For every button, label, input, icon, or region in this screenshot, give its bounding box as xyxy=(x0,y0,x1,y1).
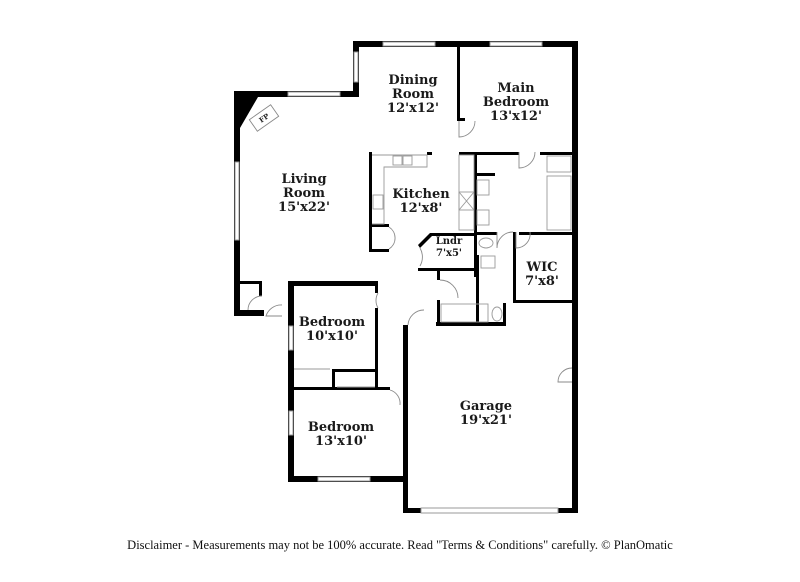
door-swing-icon xyxy=(375,292,379,309)
room-label-dining: Dining xyxy=(388,73,437,88)
room-label-living: Living xyxy=(281,172,326,187)
door-swing-icon xyxy=(515,231,531,249)
kitchen-counter xyxy=(372,154,428,225)
door-swing-icon xyxy=(496,231,514,249)
door-swing-icon xyxy=(265,304,283,317)
room-label-wic: WIC xyxy=(525,260,557,275)
vanity-sink-icon xyxy=(476,179,490,196)
svg-text:15'x22': 15'x22' xyxy=(278,200,330,215)
toilet-icon xyxy=(491,306,503,322)
door-swing-icon xyxy=(389,389,401,406)
room-label-bedroom-3: Bedroom xyxy=(308,420,375,435)
svg-text:12'x8': 12'x8' xyxy=(400,201,443,216)
door-swing-icon xyxy=(247,295,263,311)
sink-icon xyxy=(402,155,413,166)
bathtub-icon xyxy=(440,303,489,323)
door-swing-icon xyxy=(407,309,425,326)
doors xyxy=(247,120,573,406)
door-swing-icon xyxy=(388,226,396,250)
svg-text:7'x5': 7'x5' xyxy=(436,248,462,259)
windows xyxy=(234,41,559,514)
svg-text:13'x12': 13'x12' xyxy=(490,109,542,124)
svg-text:10'x10': 10'x10' xyxy=(306,329,358,344)
svg-text:7'x8': 7'x8' xyxy=(525,274,559,289)
door-swing-icon xyxy=(439,279,459,299)
room-label-laundry: Lndr xyxy=(436,236,463,247)
svg-text:Room: Room xyxy=(392,87,434,102)
svg-text:13'x10': 13'x10' xyxy=(315,434,367,449)
vanity-sink-icon xyxy=(480,255,496,269)
bathtub-icon xyxy=(546,175,572,231)
toilet-icon xyxy=(478,237,494,249)
svg-text:19'x21': 19'x21' xyxy=(460,413,512,428)
svg-text:Room: Room xyxy=(283,186,325,201)
fireplace-icon: FP xyxy=(248,104,280,132)
door-swing-icon xyxy=(458,120,476,138)
fireplace-corner xyxy=(234,91,290,128)
room-label-kitchen: Kitchen xyxy=(392,187,450,202)
door-swing-icon xyxy=(557,367,573,383)
disclaimer-text: Disclaimer - Measurements may not be 100… xyxy=(127,538,673,552)
room-label-main-bedroom: Main xyxy=(497,81,535,96)
room-label-garage: Garage xyxy=(460,399,512,414)
sink-icon xyxy=(392,155,403,166)
room-labels: Dining Room 12'x12' Main Bedroom 13'x12'… xyxy=(278,73,559,449)
fixtures: FP xyxy=(248,104,572,388)
svg-text:Bedroom: Bedroom xyxy=(483,95,550,110)
interior-walls xyxy=(240,41,575,390)
door-swing-icon xyxy=(419,247,423,267)
shower-icon xyxy=(546,155,572,173)
svg-text:12'x12': 12'x12' xyxy=(387,101,439,116)
door-swing-icon xyxy=(518,151,536,169)
vanity-sink-icon xyxy=(476,209,490,226)
room-label-bedroom-2: Bedroom xyxy=(299,315,366,330)
stove-icon xyxy=(372,194,384,210)
